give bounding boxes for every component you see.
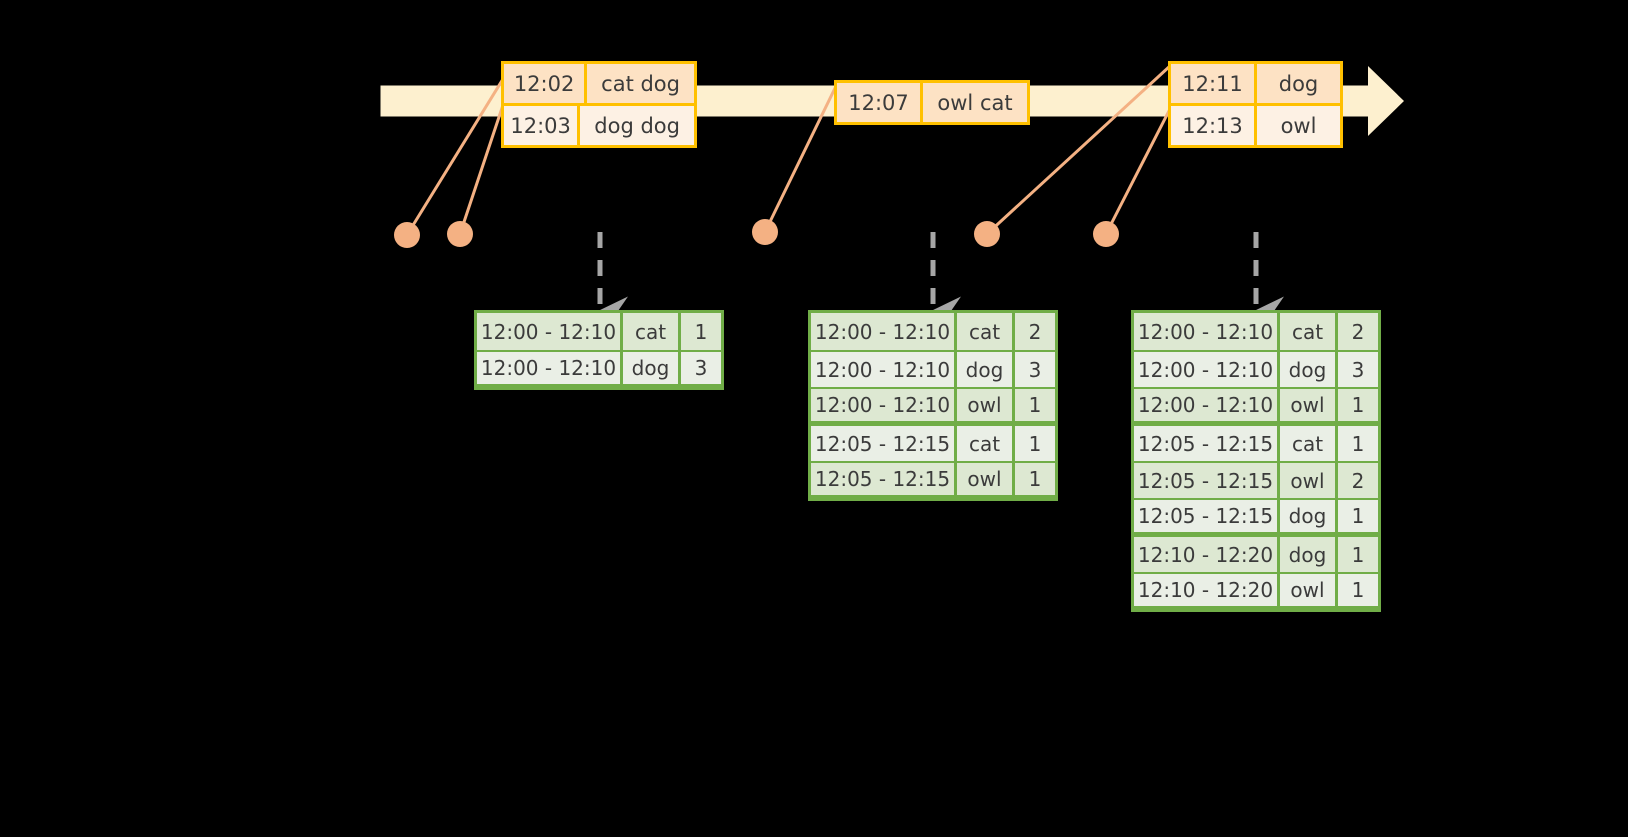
window-cell: 12:00 - 12:10 xyxy=(811,352,957,387)
window-cell: 12:00 - 12:10 xyxy=(1134,313,1280,350)
key-cell: owl xyxy=(957,389,1015,421)
window-cell: 12:00 - 12:10 xyxy=(477,352,623,384)
key-cell: cat xyxy=(1280,426,1338,461)
event-dot-5 xyxy=(1093,221,1119,247)
connector-3 xyxy=(763,81,840,233)
event-row: 12:03 dog dog xyxy=(504,103,694,145)
key-cell: dog xyxy=(1280,352,1338,387)
event-payload: dog dog xyxy=(594,113,680,138)
event-box-1: 12:02 cat dog 12:03 dog dog xyxy=(501,61,697,148)
event-timestamp: 12:11 xyxy=(1171,64,1257,103)
event-dot-4 xyxy=(974,221,1000,247)
window-cell: 12:05 - 12:15 xyxy=(1134,500,1280,532)
event-payload: owl cat xyxy=(937,90,1013,115)
count-cell: 1 xyxy=(1028,467,1042,491)
key-cell: cat xyxy=(623,313,681,350)
key-cell: owl xyxy=(1280,574,1338,606)
event-dot-group xyxy=(394,219,1119,248)
event-timestamp: 12:13 xyxy=(1171,106,1257,145)
key-cell: dog xyxy=(1280,537,1338,572)
event-box-3: 12:11 dog 12:13 owl xyxy=(1168,61,1343,148)
key-cell: owl xyxy=(957,463,1015,495)
key-cell: cat xyxy=(957,313,1015,350)
event-timestamp: 12:03 xyxy=(504,106,581,145)
key-cell: dog xyxy=(623,352,681,384)
window-cell: 12:00 - 12:10 xyxy=(811,313,957,350)
timeline-arrowhead xyxy=(1368,66,1404,136)
emit-arrow-group xyxy=(597,232,1284,326)
count-cell: 1 xyxy=(1351,393,1365,417)
count-cell: 3 xyxy=(1351,357,1365,382)
count-cell: 1 xyxy=(1351,504,1365,528)
window-cell: 12:05 - 12:15 xyxy=(1134,463,1280,498)
event-dot-2 xyxy=(447,221,473,247)
event-box-2: 12:07 owl cat xyxy=(834,80,1030,125)
count-cell: 1 xyxy=(1028,431,1042,456)
window-cell: 12:10 - 12:20 xyxy=(1134,574,1280,606)
event-row: 12:13 owl xyxy=(1171,103,1340,145)
connector-2 xyxy=(458,104,505,235)
window-cell: 12:00 - 12:10 xyxy=(811,389,957,421)
count-cell: 1 xyxy=(1351,578,1365,602)
count-cell: 3 xyxy=(1028,357,1042,382)
key-cell: owl xyxy=(1280,463,1338,498)
window-cell: 12:05 - 12:15 xyxy=(1134,426,1280,461)
count-cell: 1 xyxy=(1028,393,1042,417)
count-cell: 1 xyxy=(1351,542,1365,567)
connector-5 xyxy=(1104,104,1174,235)
window-cell: 12:00 - 12:10 xyxy=(1134,389,1280,421)
event-payload: dog xyxy=(1278,71,1319,96)
event-payload: owl xyxy=(1280,113,1317,138)
event-dot-3 xyxy=(752,219,778,245)
window-cell: 12:00 - 12:10 xyxy=(477,313,623,350)
count-cell: 2 xyxy=(1351,468,1365,493)
event-row: 12:02 cat dog xyxy=(504,64,694,103)
event-timestamp: 12:02 xyxy=(504,64,588,103)
count-cell: 3 xyxy=(694,356,708,380)
event-payload: cat dog xyxy=(601,71,680,96)
window-cell: 12:10 - 12:20 xyxy=(1134,537,1280,572)
window-cell: 12:05 - 12:15 xyxy=(811,463,957,495)
event-timestamp: 12:07 xyxy=(837,83,923,122)
window-cell: 12:05 - 12:15 xyxy=(811,426,957,461)
connector-1 xyxy=(405,65,513,236)
event-row: 12:07 owl cat xyxy=(837,83,1027,122)
key-cell: dog xyxy=(1280,500,1338,532)
key-cell: dog xyxy=(957,352,1015,387)
key-cell: owl xyxy=(1280,389,1338,421)
window-cell: 12:00 - 12:10 xyxy=(1134,352,1280,387)
event-row: 12:11 dog xyxy=(1171,64,1340,103)
count-cell: 1 xyxy=(694,319,708,344)
count-cell: 1 xyxy=(1351,431,1365,456)
key-cell: cat xyxy=(1280,313,1338,350)
key-cell: cat xyxy=(957,426,1015,461)
count-cell: 2 xyxy=(1028,319,1042,344)
event-dot-1 xyxy=(394,222,420,248)
count-cell: 2 xyxy=(1351,319,1365,344)
